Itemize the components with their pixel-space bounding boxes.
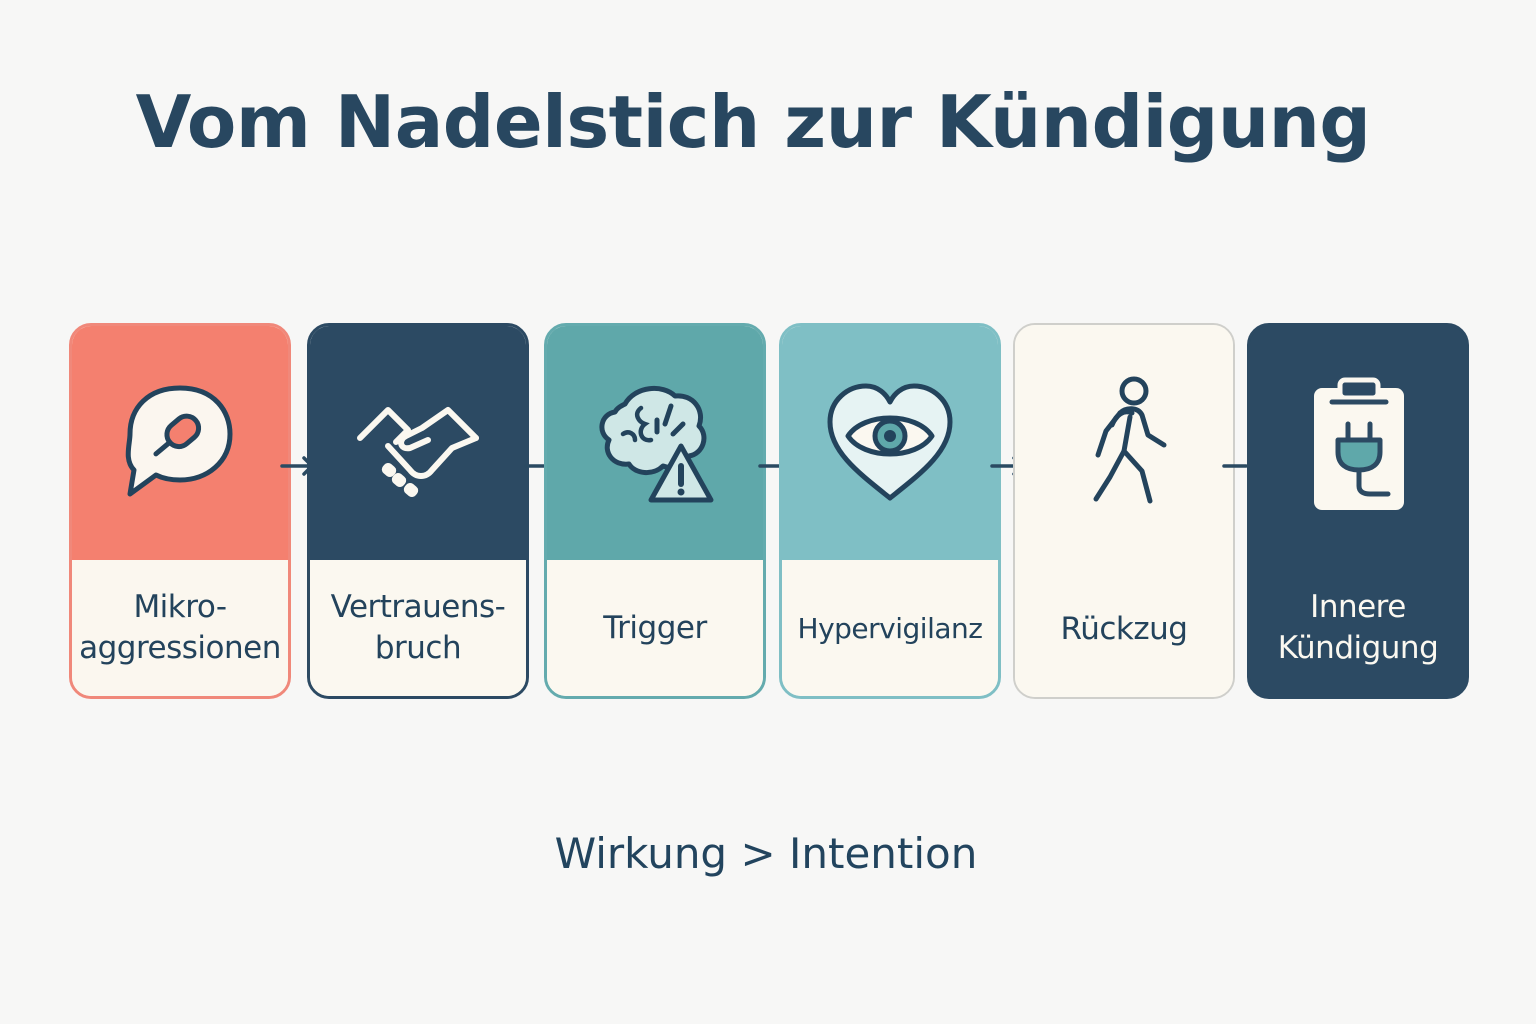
step-label: Hypervigilanz [797, 611, 983, 645]
arrow-icon [1220, 452, 1260, 480]
step-label: Trigger [603, 609, 707, 646]
speech-bubble-pin-icon [110, 374, 250, 514]
step-label: Mikro- aggressionen [79, 589, 281, 666]
step-card-hypervigilanz: Hypervigilanz [779, 323, 1001, 699]
clipboard-unplugged-icon [1288, 374, 1428, 514]
step-label: Innere Kündigung [1277, 589, 1439, 666]
step-card-vertrauensbruch: Vertrauens- bruch [307, 323, 529, 699]
step-card-trigger: Trigger [544, 323, 766, 699]
heart-eye-icon [820, 374, 960, 514]
diagram-title: Vom Nadelstich zur Kündigung [135, 80, 1371, 164]
brain-warning-icon [585, 374, 725, 514]
diagram-subtitle: Wirkung > Intention [554, 829, 978, 878]
step-label: Rückzug [1060, 610, 1188, 647]
step-card-innere-kuendigung: Innere Kündigung [1247, 323, 1469, 699]
walking-person-icon [1054, 373, 1194, 513]
broken-handshake-icon [348, 374, 488, 514]
step-card-mikroaggressionen: Mikro- aggressionen [69, 323, 291, 699]
step-card-rueckzug: Rückzug [1013, 323, 1235, 699]
step-label: Vertrauens- bruch [330, 589, 506, 666]
